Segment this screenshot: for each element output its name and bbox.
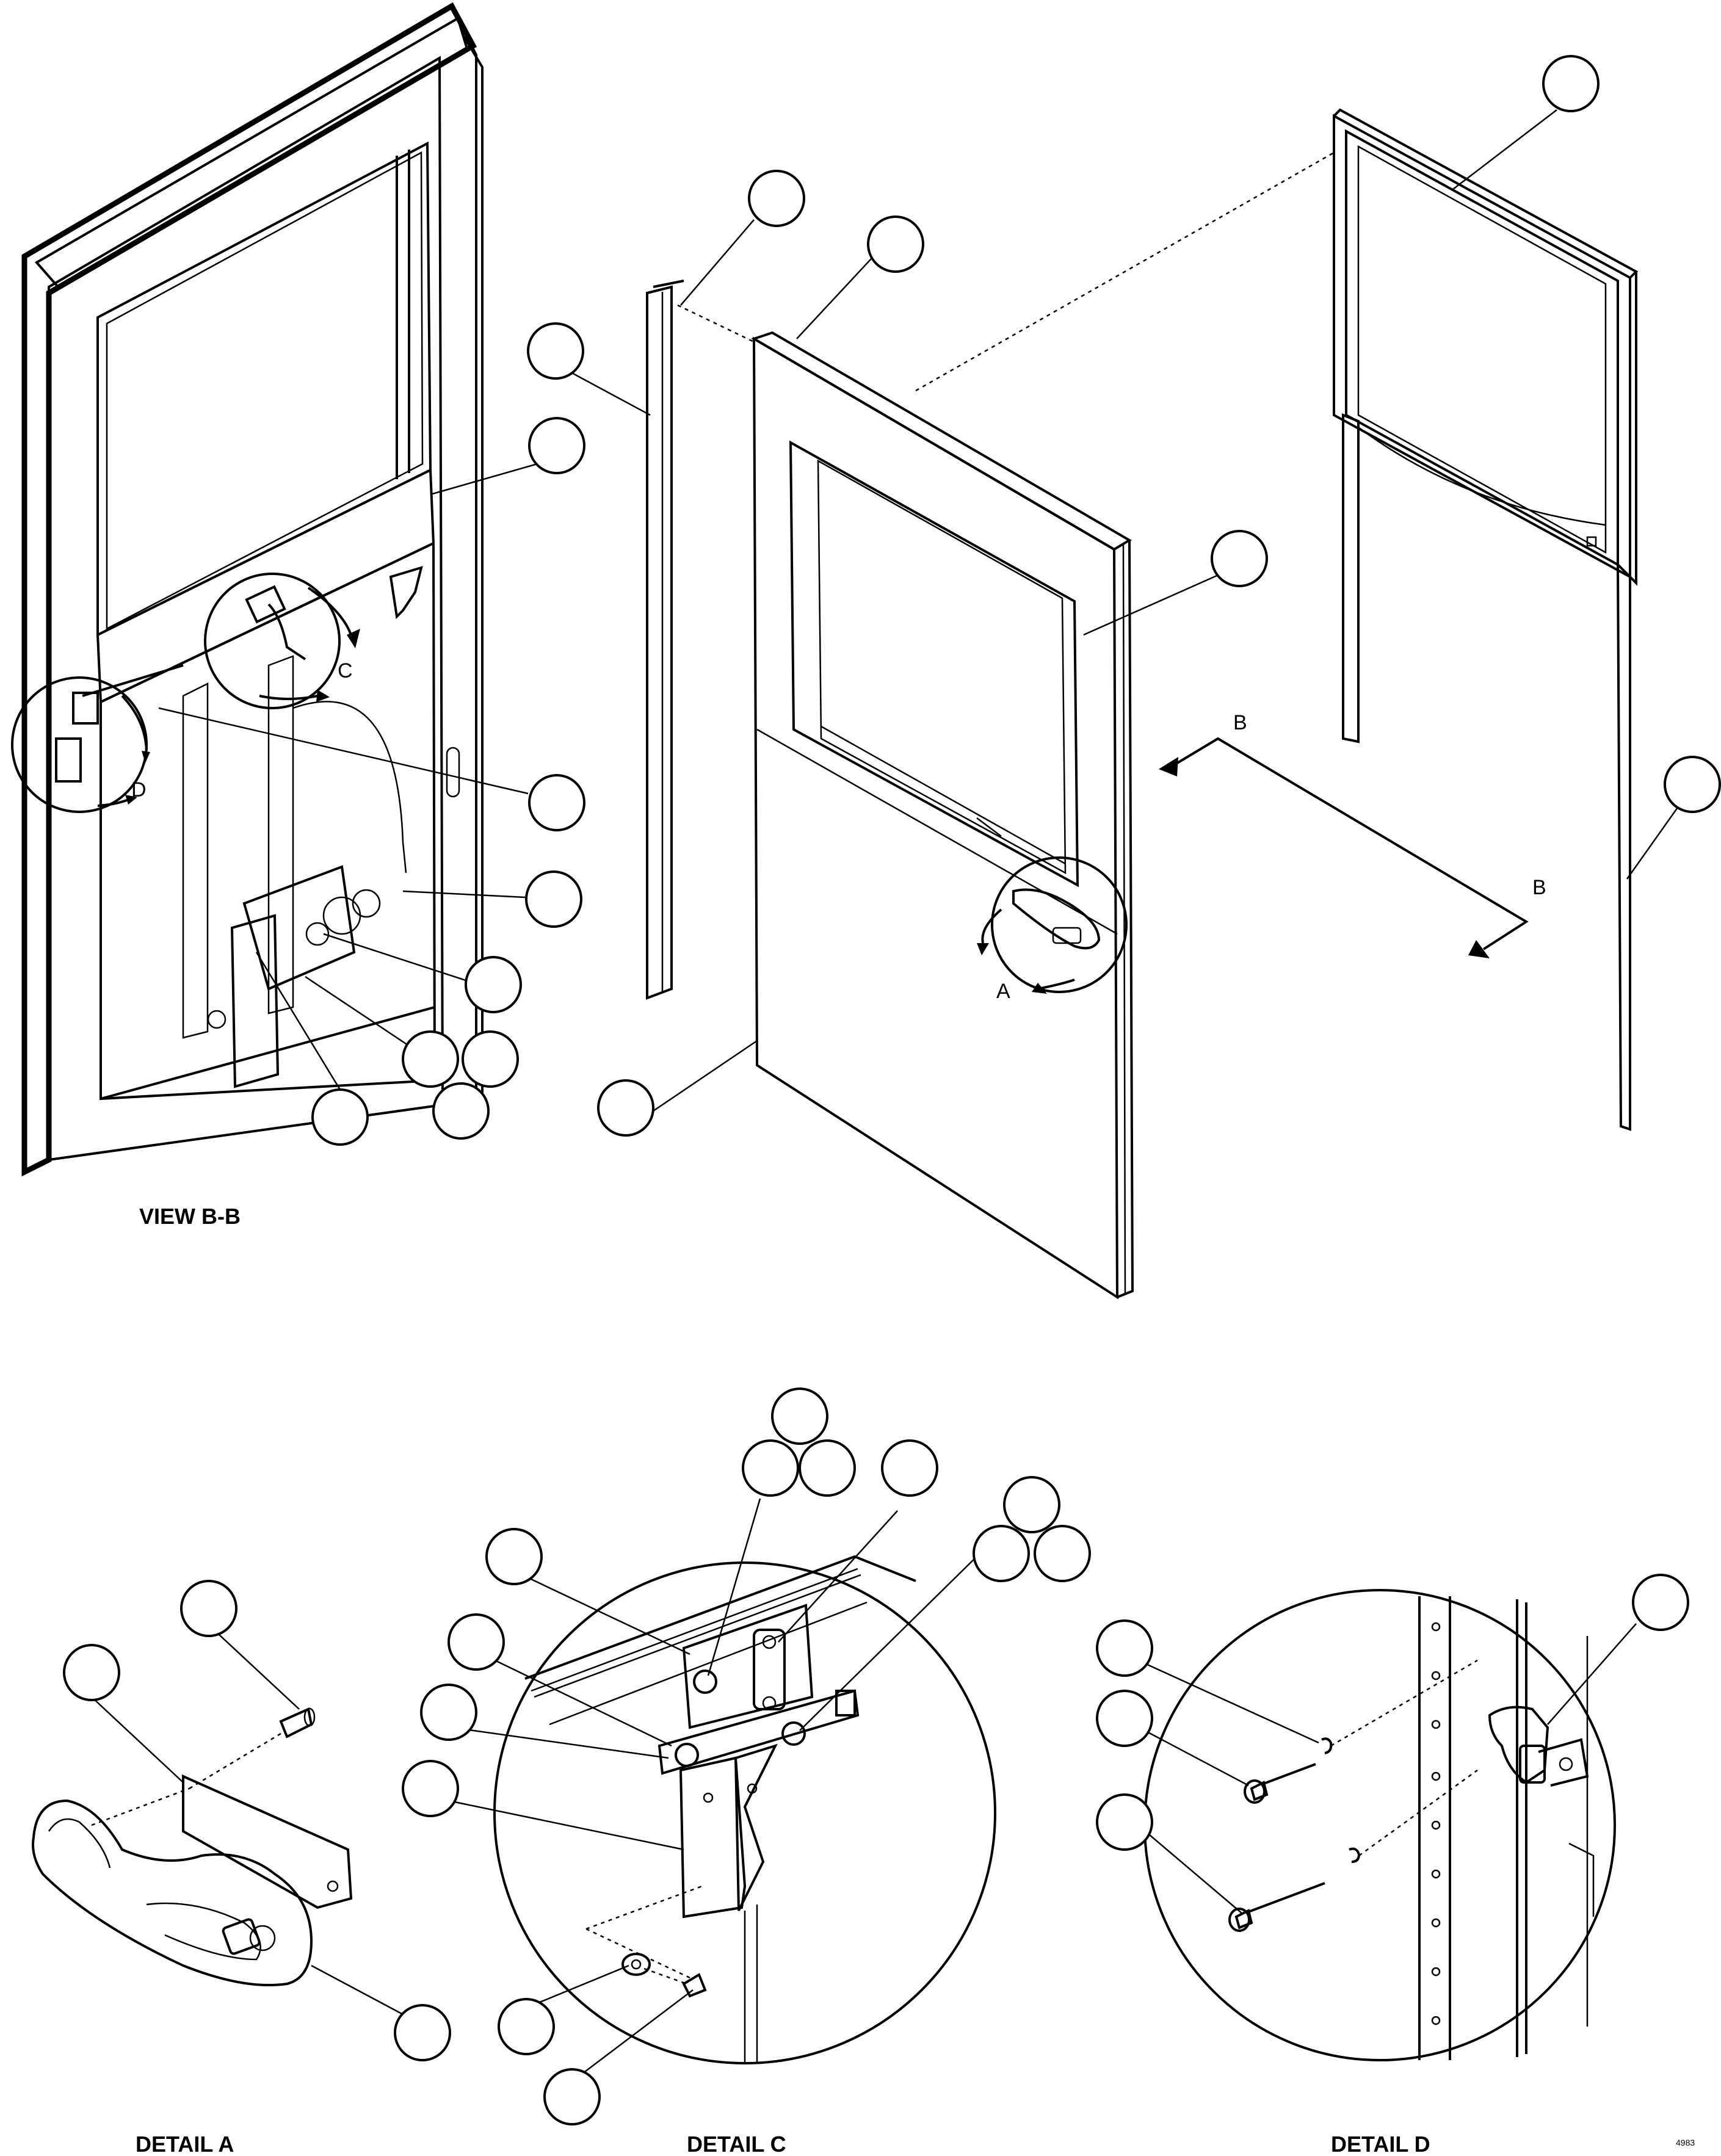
leader-lines: [91, 109, 1680, 2076]
detail-a-handle: [32, 1707, 353, 1986]
detail-letter-d: D: [131, 778, 147, 801]
door-outer-panel: [751, 331, 1134, 1300]
caption-detail-a: DETAIL A: [136, 2132, 234, 2156]
section-letter-b-lower: B: [1532, 876, 1546, 899]
piano-hinge: [646, 280, 684, 1000]
detail-letters: C D A B B: [131, 659, 1546, 1003]
section-b-arrows: [1159, 737, 1529, 958]
caption-detail-d: DETAIL D: [1331, 2132, 1430, 2156]
item-balloons: [63, 55, 1721, 2125]
window-frame: [1333, 108, 1639, 1131]
detail-letter-c: C: [338, 659, 353, 682]
detail-c-striker: [493, 1555, 996, 2064]
drawing-id: 4983: [1676, 2138, 1695, 2147]
detail-letter-a: A: [996, 980, 1010, 1003]
caption-view-bb: VIEW B-B: [139, 1204, 241, 1229]
door-inner-view: [11, 2, 484, 1177]
section-letter-b-upper: B: [1233, 711, 1247, 734]
captions: VIEW B-B DETAIL A DETAIL C DETAIL D 4983: [136, 1204, 1695, 2156]
caption-detail-c: DETAIL C: [687, 2132, 786, 2156]
detail-d-latch: [1143, 1589, 1616, 2061]
